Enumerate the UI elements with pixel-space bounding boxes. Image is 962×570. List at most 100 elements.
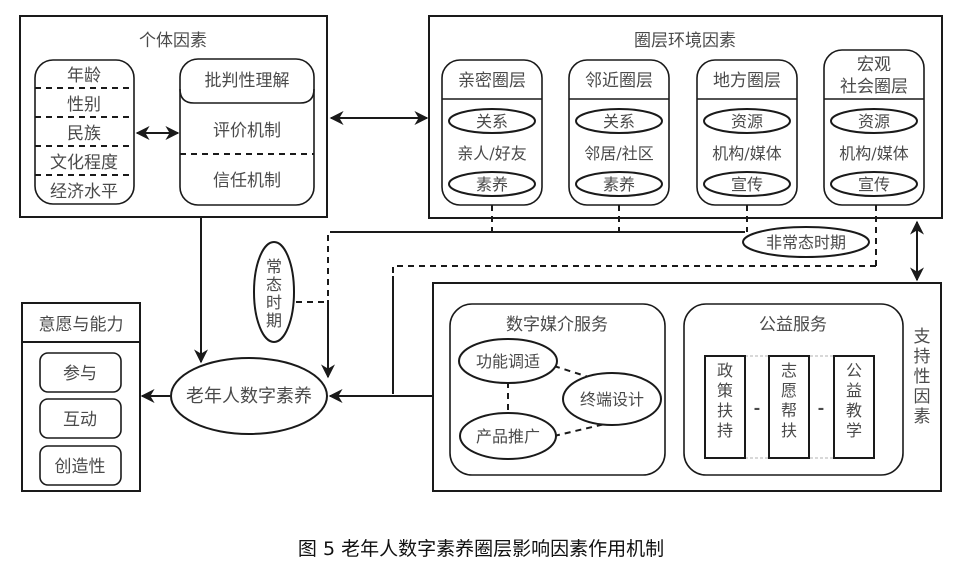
individual-factors-title: 个体因素 <box>139 31 207 51</box>
individual-factors-panel: 个体因素 年龄 性别 民族 文化程度 经济水平 批判性理解 评价机制 信任机制 <box>19 15 328 218</box>
circle-top-label: 资源 <box>858 112 890 131</box>
side-label-char: 素 <box>914 407 931 427</box>
connector <box>327 231 336 300</box>
circle-bottom-node <box>703 171 791 197</box>
column-char: 益 <box>846 381 862 400</box>
circle-title-line1: 宏观 <box>857 55 891 75</box>
willingness-frame <box>21 302 141 492</box>
willingness-item-participation <box>39 352 122 393</box>
side-label-char: 支 <box>914 327 931 347</box>
demographic-gender: 性别 <box>67 95 101 115</box>
dash-connector: - <box>818 398 825 417</box>
circle-top-label: 关系 <box>476 112 508 131</box>
circle-bottom-node <box>448 171 536 197</box>
circle-title-line2: 社会圈层 <box>840 77 908 97</box>
connector <box>392 265 876 280</box>
column-char: 志 <box>781 361 797 380</box>
circle-bottom-node <box>575 171 663 197</box>
circle-bottom-label: 宣传 <box>858 175 890 194</box>
circle-bottom-node <box>830 171 918 197</box>
column-char: 愿 <box>781 381 797 400</box>
abnormal-period-label: 非常态时期 <box>766 233 846 252</box>
willingness-item-interaction <box>39 398 122 439</box>
circle-macro-society: 宏观 社会圈层 资源 机构/媒体 宣传 <box>823 49 925 206</box>
willingness-title: 意愿与能力 <box>39 315 124 335</box>
cognition-evaluation: 评价机制 <box>213 121 281 141</box>
normal-period-char: 期 <box>266 311 282 330</box>
circle-title: 邻近圈层 <box>585 71 653 91</box>
connector <box>553 423 606 437</box>
circle-top-label: 资源 <box>731 112 763 131</box>
circle-environment-frame <box>428 15 943 219</box>
circle-neighborhood: 邻近圈层 关系 邻居/社区 素养 <box>568 59 670 206</box>
circle-title: 地方圈层 <box>713 71 781 91</box>
demographic-economic: 经济水平 <box>50 182 118 202</box>
elderly-digital-literacy-node: 老年人数字素养 <box>170 357 328 435</box>
column-char: 扶 <box>717 401 733 420</box>
circle-environment-panel: 圈层环境因素 亲密圈层 关系 亲人/好友 素养 邻近圈层 关系 邻居/社区 素养 <box>428 15 943 219</box>
column-volunteer-help <box>768 355 810 459</box>
cognition-frame <box>179 58 315 206</box>
circle-bottom-label: 素养 <box>603 175 635 194</box>
circle-top-node <box>830 108 918 134</box>
willingness-item-label: 参与 <box>63 364 97 384</box>
willingness-panel: 意愿与能力 参与 互动 创造性 <box>21 302 141 492</box>
circle-top-node <box>448 108 536 134</box>
period-connectors <box>296 205 877 394</box>
side-label-char: 性 <box>914 367 931 387</box>
circle-bottom-label: 素养 <box>476 175 508 194</box>
dash-connector: - <box>754 398 761 417</box>
circle-middle-label: 机构/媒体 <box>712 144 781 163</box>
node-label: 终端设计 <box>580 390 644 409</box>
demographics-box: 年龄 性别 民族 文化程度 经济水平 <box>34 59 135 205</box>
divider <box>179 88 315 104</box>
column-char: 政 <box>717 361 733 380</box>
node-function-adaptation <box>458 338 558 384</box>
individual-factors-frame <box>19 15 328 218</box>
demographics-frame <box>34 59 135 205</box>
cognition-box: 批判性理解 评价机制 信任机制 <box>179 58 315 206</box>
circle-bottom-label: 宣传 <box>731 175 763 194</box>
column-char: 持 <box>717 421 733 440</box>
node-label: 功能调适 <box>476 352 540 371</box>
circle-intimate: 亲密圈层 关系 亲人/好友 素养 <box>441 59 543 206</box>
demographic-age: 年龄 <box>67 66 101 86</box>
willingness-item-label: 创造性 <box>55 457 106 477</box>
side-label-char: 持 <box>914 347 931 367</box>
digital-media-services: 数字媒介服务 功能调适 终端设计 产品推广 <box>449 303 666 476</box>
circle-title: 亲密圈层 <box>458 71 526 91</box>
center-ellipse <box>170 357 328 435</box>
figure-caption: 图 5 老年人数字素养圈层影响因素作用机制 <box>298 538 664 560</box>
support-factors-frame <box>432 282 942 492</box>
center-label: 老年人数字素养 <box>186 386 312 407</box>
node-product-promotion <box>459 412 557 460</box>
support-side-label: 支 持 性 因 素 <box>914 327 931 427</box>
willingness-item-label: 互动 <box>63 410 97 430</box>
column-char: 学 <box>846 421 862 440</box>
cognition-critical-understanding: 批判性理解 <box>205 71 290 91</box>
column-char: 扶 <box>781 421 797 440</box>
normal-period-char: 态 <box>266 275 282 294</box>
column-char: 策 <box>717 381 733 400</box>
column-char: 教 <box>846 401 862 420</box>
circle-top-node <box>575 108 663 134</box>
support-factors-panel: 支 持 性 因 素 数字媒介服务 功能调适 终端设计 产品推广 公益服务 <box>432 282 942 492</box>
normal-period-node: 常 态 时 期 <box>253 241 295 343</box>
column-char: 帮 <box>781 401 797 420</box>
circle-top-node <box>703 108 791 134</box>
circle-middle-label: 邻居/社区 <box>584 144 653 163</box>
abnormal-period-ellipse <box>742 226 870 258</box>
node-terminal-design <box>562 372 662 426</box>
circle-middle-label: 机构/媒体 <box>839 144 908 163</box>
public-welfare-frame <box>683 303 904 476</box>
willingness-item-creativity <box>39 445 122 486</box>
public-welfare-services: 公益服务 政 策 扶 持 - 志 愿 帮 扶 - 公 益 教 学 <box>683 303 904 476</box>
cognition-trust: 信任机制 <box>213 171 281 191</box>
column-public-teaching <box>833 355 875 459</box>
normal-period-char: 常 <box>266 257 282 276</box>
node-label: 产品推广 <box>476 427 540 446</box>
circle-top-label: 关系 <box>603 112 635 131</box>
public-welfare-title: 公益服务 <box>759 315 827 335</box>
circle-middle-label: 亲人/好友 <box>457 144 526 163</box>
